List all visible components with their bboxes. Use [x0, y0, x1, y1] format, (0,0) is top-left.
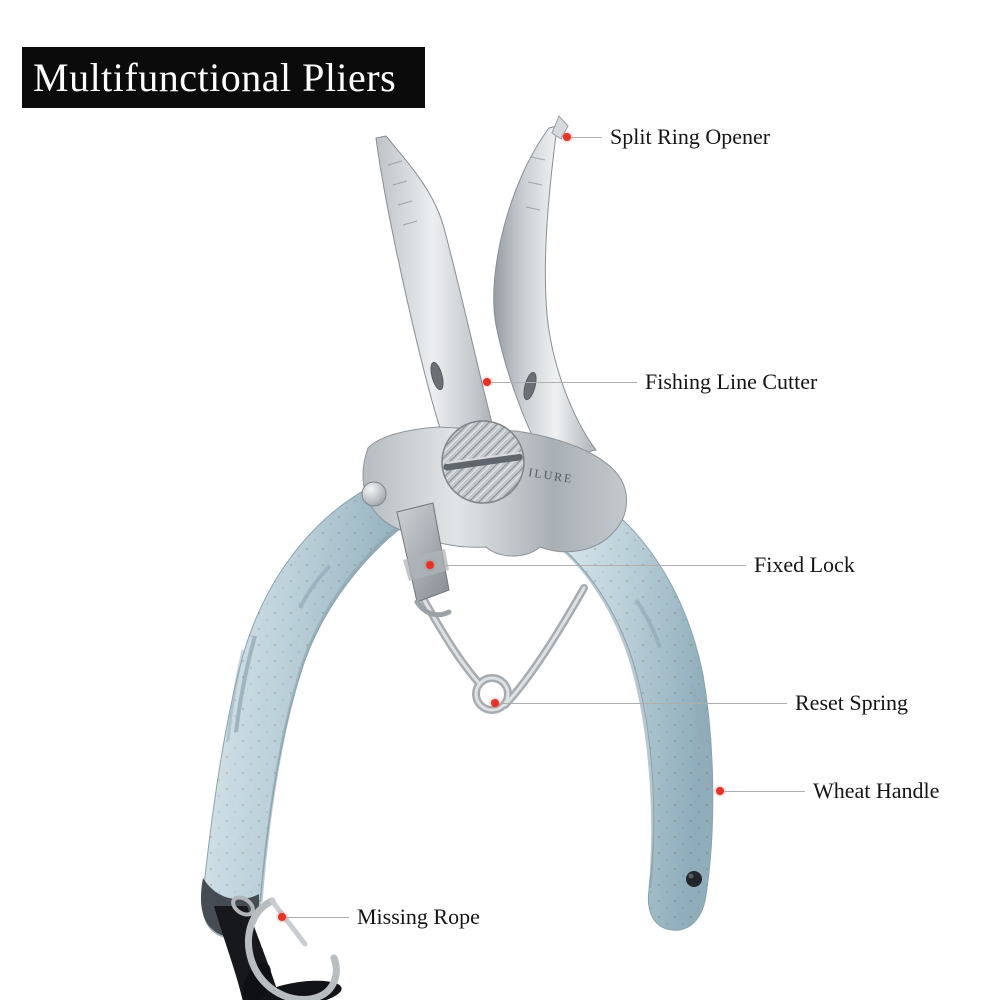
callout-label: Wheat Handle	[813, 778, 940, 803]
callout-label: Split Ring Opener	[610, 124, 771, 149]
callout-line	[491, 381, 637, 383]
callout-fixed-lock: Fixed Lock	[426, 552, 855, 578]
callout-dot	[278, 913, 286, 921]
handle-end-pin	[686, 871, 702, 887]
callout-dot	[563, 133, 571, 141]
callout-dot	[491, 699, 499, 707]
callout-fishing-line-cutter: Fishing Line Cutter	[483, 369, 817, 395]
callout-split-ring-opener: Split Ring Opener	[563, 124, 770, 150]
right-jaw	[493, 115, 597, 463]
callout-line	[434, 564, 746, 566]
pivot-screw	[441, 420, 525, 504]
callout-label: Reset Spring	[795, 690, 909, 715]
page-title: Multifunctional Pliers	[33, 55, 397, 100]
carabiner-clip	[231, 895, 340, 1000]
callout-missing-rope: Missing Rope	[278, 904, 480, 930]
callout-label: Fishing Line Cutter	[645, 369, 818, 394]
callout-line	[499, 702, 787, 704]
callout-line	[286, 916, 349, 918]
jaw-slot	[430, 361, 444, 391]
callout-dot	[716, 787, 724, 795]
jaw-slot	[523, 371, 537, 401]
callout-label: Fixed Lock	[754, 552, 855, 577]
left-handle	[200, 486, 406, 939]
fixed-lock	[396, 502, 452, 618]
lock-ball-stud	[361, 481, 387, 507]
jaw-serrations	[387, 156, 546, 226]
callout-reset-spring: Reset Spring	[491, 690, 908, 716]
right-handle	[551, 499, 714, 931]
callout-line	[571, 136, 602, 138]
title-banner: Multifunctional Pliers	[22, 47, 425, 108]
callout-line	[724, 790, 805, 792]
callout-dot	[483, 378, 491, 386]
callout-label: Missing Rope	[357, 904, 480, 929]
callout-wheat-handle: Wheat Handle	[716, 778, 939, 804]
left-jaw	[375, 135, 506, 471]
callout-dot	[426, 561, 434, 569]
